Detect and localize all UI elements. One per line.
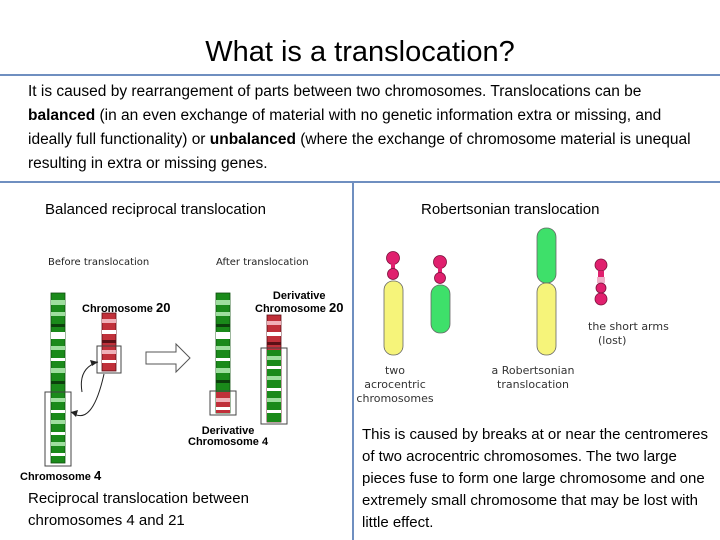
intro-text-3: (where the exchange of chromosome materi… <box>28 131 691 172</box>
acro-label-1: two acrocentric <box>364 364 426 391</box>
left-caption: Reciprocal translocation between chromos… <box>28 490 249 529</box>
chr20-label: Chromosome 20 <box>82 300 171 315</box>
intro-text-2: (in an even exchange of material with no… <box>28 107 662 148</box>
robertsonian-heading: Robertsonian translocation <box>421 201 600 218</box>
balanced-heading: Balanced reciprocal translocation <box>45 201 266 218</box>
right-caption: This is caused by breaks at or near the … <box>362 426 708 531</box>
derivative-chromosome-4 <box>209 292 237 416</box>
short-arms-lost <box>594 258 608 306</box>
top-divider <box>0 74 720 76</box>
slide-title: What is a translocation? <box>205 36 515 68</box>
process-arrow <box>145 342 191 374</box>
intro-bold-unbalanced: unbalanced <box>209 131 296 148</box>
after-label: After translocation <box>216 257 309 268</box>
intro-paragraph: It is caused by rearrangement of parts b… <box>28 80 698 176</box>
column-divider <box>352 183 354 540</box>
der4-line2: Chromosome 4 <box>188 436 269 448</box>
chr4-label: Chromosome 4 <box>20 468 102 483</box>
intro-text-1: It is caused by rearrangement of parts b… <box>28 83 642 100</box>
acro-label-2: chromosomes <box>356 392 434 405</box>
derivative-chromosome-20 <box>260 314 288 425</box>
exchange-arrow-up <box>80 361 99 393</box>
der20-line2: Chromosome 20 <box>255 300 344 315</box>
short-arms-label: the short arms(lost) <box>588 320 688 348</box>
der20-line1: Derivative <box>272 290 326 302</box>
rob-label-1: a Robertsonian <box>491 364 575 377</box>
rob-label-2: translocation <box>497 378 569 391</box>
chromosome-4-before <box>44 292 72 467</box>
short-label-2: (lost) <box>598 334 627 347</box>
intro-bold-balanced: balanced <box>28 107 96 124</box>
arrowhead-down <box>71 410 78 417</box>
exchange-arrow-down <box>70 373 105 417</box>
middle-divider <box>0 181 720 183</box>
chromosome-20-before <box>96 312 122 374</box>
acrocentric-chromosome-2 <box>430 255 451 334</box>
acrocentric-chromosome-1 <box>383 251 404 356</box>
robertsonian-chromosome <box>536 227 557 356</box>
before-label: Before translocation <box>48 257 150 268</box>
short-label-1: the short arms <box>588 320 669 333</box>
arrowhead-up <box>90 360 98 366</box>
der4-line1: Derivative <box>201 425 255 437</box>
